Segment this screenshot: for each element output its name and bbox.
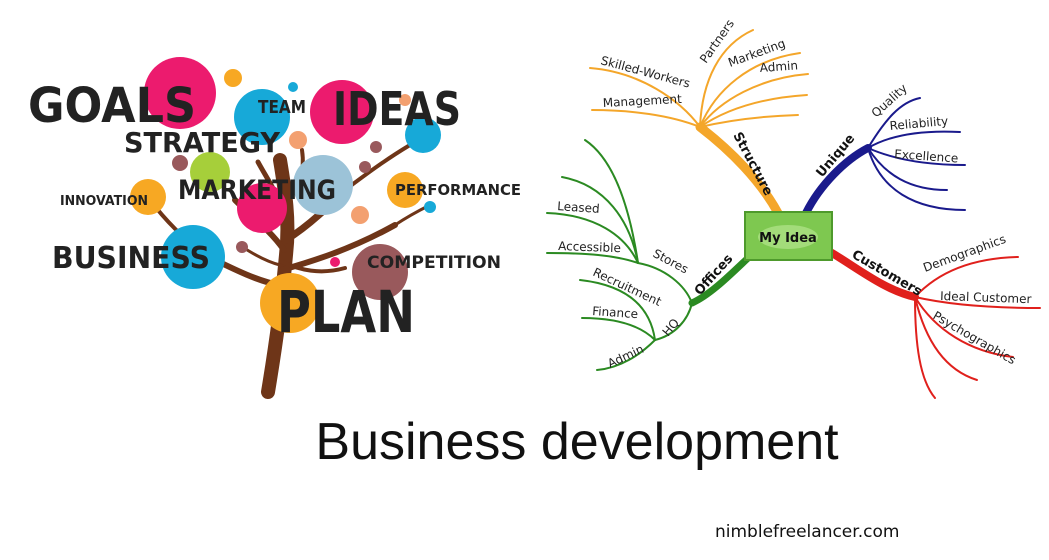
word-team: TEAM [258,97,306,118]
word-ideas: IDEAS [333,82,461,136]
center-node-label: My Idea [759,231,817,246]
tree-words: GOALS TEAM IDEAS STRATEGY INNOVATION MAR… [28,78,521,346]
bubble [130,179,166,215]
mind-map [546,29,1041,399]
word-business: BUSINESS [52,241,210,276]
bubble [359,161,371,173]
page-title: Business development [315,413,839,471]
leaf-management: Management [602,92,682,110]
leaf-admin-structure: Admin [759,58,798,75]
center-node [744,211,833,261]
bubble [330,257,340,267]
leaf-finance: Finance [592,304,639,321]
bubble [224,69,242,87]
bubble [424,201,436,213]
bubble [237,183,287,233]
bubble [352,244,408,300]
word-marketing: MARKETING [178,175,336,206]
branch-offices [546,139,752,371]
bubble [399,94,411,106]
leaf-recruitment: Recruitment [591,265,664,309]
sub-label-stores: Stores [651,246,691,276]
word-performance: PERFORMANCE [395,181,521,199]
word-plan: PLAN [277,278,415,346]
bubble [190,152,230,192]
bubble [405,117,441,153]
bubble [310,80,374,144]
branch-unique [802,97,966,217]
tree-bubbles [130,57,441,333]
bubble [370,141,382,153]
leaf-demographics: Demographics [921,232,1008,275]
bubble [236,241,248,253]
leaf-leased: Leased [557,199,600,216]
bubble [351,206,369,224]
sub-label-hq: HQ [660,316,683,339]
branch-customers [828,249,1041,399]
leaf-accessible: Accessible [558,239,621,255]
bubble [161,225,225,289]
bubble [387,172,423,208]
bubble [293,155,353,215]
bubble [144,57,216,129]
leaf-excellence: Excellence [894,147,959,165]
leaf-ideal-customer: Ideal Customer [940,289,1032,306]
footer-site-name: nimblefreelancer.com [715,522,900,542]
branch-structure [589,29,809,218]
bubble [172,155,188,171]
word-goals: GOALS [28,78,196,134]
tree-graphic: GOALS TEAM IDEAS STRATEGY INNOVATION MAR… [28,57,521,399]
leaf-quality: Quality [869,81,910,120]
leaf-reliability: Reliability [889,114,949,133]
word-competition: COMPETITION [367,253,501,273]
bubble [288,82,298,92]
word-innovation: INNOVATION [60,194,148,209]
bubble [289,131,307,149]
word-strategy: STRATEGY [124,126,281,159]
bubble [260,273,320,333]
mind-map-labels: My Idea Structure Management Skilled-Wor… [557,17,1032,371]
bubble [234,89,290,145]
leaf-admin-hq: Admin [605,342,646,371]
